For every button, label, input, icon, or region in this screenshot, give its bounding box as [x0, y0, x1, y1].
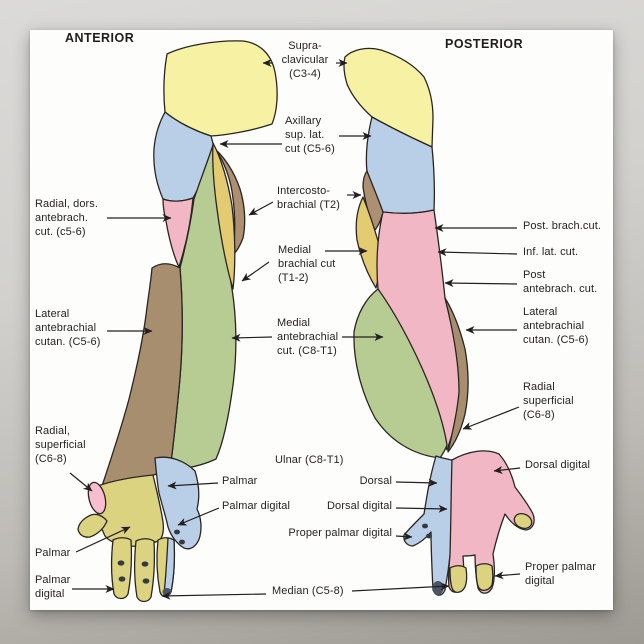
leader-proper-palmar-right	[494, 571, 521, 580]
leader-median-left	[161, 591, 267, 600]
label-supraclavicular: Supra- clavicular (C3-4)	[281, 40, 329, 80]
label-axillary: Axillary sup. lat. cut (C5-6)	[285, 115, 335, 155]
label-lateral-antebrachial-left: Lateral antebrachial cutan. (C5-6)	[35, 308, 101, 348]
label-palmar-center: Palmar	[222, 475, 258, 487]
label-dorsal-digital-right: Dorsal digital	[525, 459, 590, 471]
anterior-lateral-antebrachial-tan-region	[101, 263, 183, 487]
posterior-post-antebrachial-tan-region	[444, 297, 469, 453]
anterior-intercostobrachial-region	[214, 148, 246, 256]
digit-dot	[422, 523, 428, 529]
posterior-fingertip-yellow-a	[475, 563, 494, 592]
leader-radial-superficial-right	[462, 406, 520, 430]
leader-radial-superficial-left	[69, 472, 93, 492]
label-ulnar: Ulnar (C8-T1)	[275, 454, 344, 466]
leader-medial-antebrachial-left	[231, 333, 273, 342]
anterior-heading: ANTERIOR	[65, 31, 135, 45]
anterior-supraclavicular-region	[163, 40, 278, 137]
anterior-middle-finger	[133, 538, 156, 603]
label-inf-lateral: Inf. lat. cut.	[523, 246, 579, 258]
label-medial-brachial: Medial brachial cut (T1-2)	[278, 244, 336, 284]
posterior-ring-tip-mark	[432, 581, 444, 595]
label-lateral-antebrachial-right: Lateral antebrachial cutan. (C5-6)	[523, 306, 589, 346]
label-radial-dors-antebrach: Radial, dors. antebrach. cut. (c5-6)	[35, 198, 99, 238]
posterior-thumb-tip-yellow	[513, 512, 533, 530]
label-palmar-digital-center: Palmar digital	[222, 500, 291, 512]
leader-proper-palmar-center	[395, 532, 413, 541]
label-post-antebrachial: Post antebrach. cut.	[523, 269, 598, 295]
anterior-radial-superficial-oval	[87, 481, 107, 515]
digit-dot	[118, 576, 126, 582]
digit-dot	[142, 578, 150, 584]
anterior-ulnar-palmar-region	[154, 456, 202, 550]
anterior-palm-region	[94, 474, 165, 547]
leader-palmar-digital-center	[177, 507, 220, 526]
digit-dot	[117, 560, 125, 566]
anterior-medial-brachial-khaki-region	[212, 142, 236, 290]
label-radial-superficial-right: Radial superficial (C6-8)	[523, 381, 574, 421]
digit-dot	[174, 529, 180, 535]
posterior-medial-brachial-khaki-region	[355, 196, 381, 289]
label-proper-palmar-digital-center: Proper palmar digital	[288, 527, 392, 539]
leader-dorsal-digital-center	[395, 504, 448, 513]
leader-medial-brachial-left	[241, 261, 270, 282]
posterior-radial-hand-region	[447, 450, 535, 594]
anterior-thumb	[77, 513, 108, 538]
label-post-brachial: Post. brach.cut.	[523, 220, 602, 232]
leader-inf-lateral	[437, 248, 518, 257]
leader-intercosto-left	[248, 201, 274, 216]
digit-dot	[141, 561, 149, 567]
posterior-heading: POSTERIOR	[445, 37, 524, 51]
posterior-fingertip-yellow-b	[449, 565, 468, 594]
leader-dorsal-digital-right	[493, 466, 521, 474]
label-radial-superficial-left: Radial, superficial (C6-8)	[35, 425, 86, 465]
label-dorsal-center: Dorsal	[359, 475, 392, 487]
label-median: Median (C5-8)	[272, 585, 344, 597]
leader-dorsal-center	[395, 478, 438, 487]
posterior-dorsal-ulnar-region	[403, 455, 456, 596]
anterior-ring-tip-mark	[162, 588, 172, 596]
digit-dot	[179, 539, 185, 545]
label-dorsal-digital-center: Dorsal digital	[327, 500, 392, 512]
leader-post-antebrachial	[444, 279, 518, 288]
leader-palmar-center	[167, 481, 219, 490]
digit-dot	[426, 533, 432, 539]
label-intercostobrachial: Intercosto- brachial (T2)	[277, 185, 341, 211]
label-palmar-digital-left: Palmar digital	[35, 574, 71, 600]
label-palmar-left: Palmar	[35, 547, 71, 559]
leader-median-right	[351, 582, 450, 592]
label-medial-antebrachial: Medial antebrachial cut. (C8-T1)	[277, 317, 339, 357]
leader-palmar-left	[75, 526, 131, 553]
label-proper-palmar-digital-right: Proper palmar digital	[525, 561, 596, 587]
anterior-index-finger	[110, 537, 133, 600]
